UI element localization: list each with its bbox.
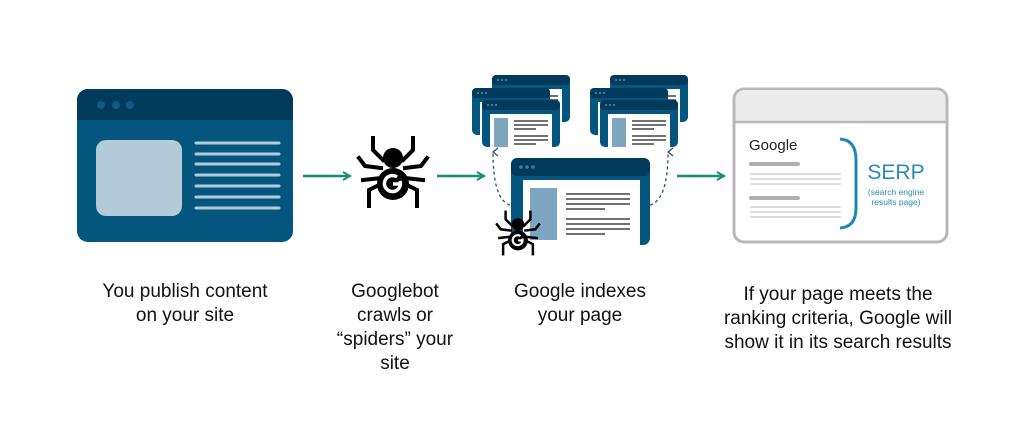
caption-line: on your site: [135, 305, 235, 326]
step-caption-index: Google indexes your page: [490, 280, 670, 328]
caption-line: your page: [537, 305, 623, 326]
caption-line: Googlebot: [351, 281, 439, 302]
serp-window-icon: Google SERP (search engine results page): [732, 87, 949, 244]
indexed-pages-icon: [471, 74, 689, 256]
caption-line: show it in its search results: [724, 332, 952, 353]
spider-icon: [357, 136, 429, 208]
step-caption-rank: If your page meets the ranking criteria,…: [708, 283, 968, 355]
caption-line: If your page meets the: [743, 284, 933, 305]
step-caption-crawl: Googlebot crawls or “spiders” your site: [320, 280, 470, 376]
caption-line: site: [380, 353, 410, 374]
caption-line: crawls or: [356, 305, 433, 326]
caption-line: “spiders” your: [336, 329, 454, 350]
caption-line: Google indexes: [513, 281, 647, 302]
caption-line: You publish content: [102, 281, 268, 302]
bracket: [839, 137, 858, 230]
step-caption-publish: You publish content on your site: [75, 280, 295, 328]
serp-subtitle-2: results page): [871, 197, 920, 207]
caption-line: ranking criteria, Google will: [723, 308, 953, 329]
serp-subtitle-1: (search engine: [868, 187, 925, 197]
google-logo: Google: [749, 137, 797, 154]
serp-title: SERP: [867, 161, 924, 184]
browser-window-icon: [77, 89, 293, 242]
